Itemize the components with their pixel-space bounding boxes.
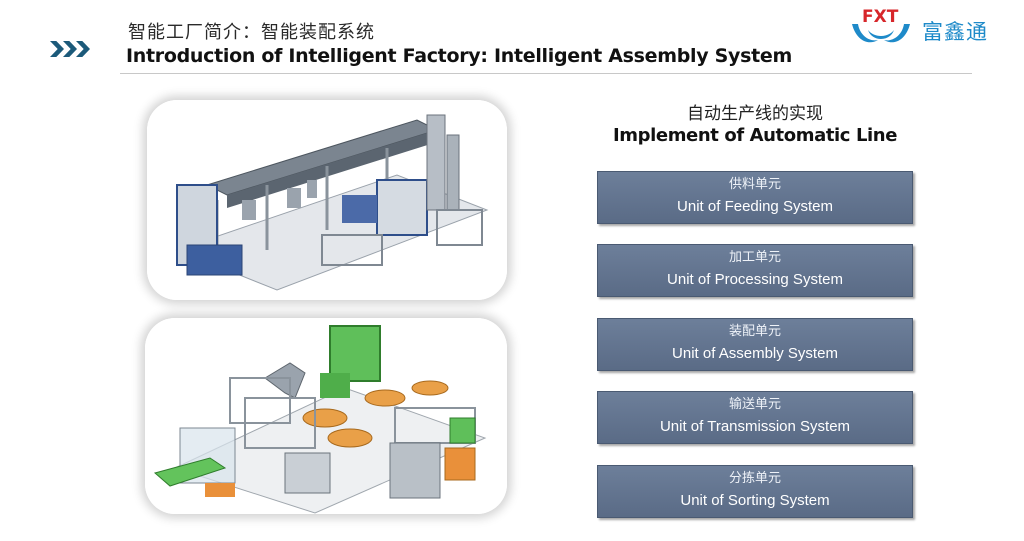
- unit-assembly-button[interactable]: 装配单元 Unit of Assembly System: [597, 318, 913, 371]
- unit-label-en: Unit of Sorting System: [680, 492, 830, 509]
- unit-processing-button[interactable]: 加工单元 Unit of Processing System: [597, 244, 913, 297]
- header-divider: [120, 73, 972, 74]
- unit-feeding-button[interactable]: 供料单元 Unit of Feeding System: [597, 171, 913, 224]
- unit-label-en: Unit of Processing System: [667, 271, 843, 288]
- section-title-cn: 自动生产线的实现: [687, 104, 823, 124]
- assembly-line-image-1: [147, 100, 507, 300]
- unit-label-cn: 输送单元: [728, 397, 781, 412]
- unit-label-cn: 加工单元: [728, 250, 781, 265]
- fxt-logo-icon: [852, 24, 910, 43]
- unit-label-cn: 装配单元: [728, 324, 781, 339]
- unit-label-en: Unit of Assembly System: [672, 345, 838, 362]
- logo-mark-text: FXT: [862, 7, 899, 27]
- chevron-right-icon: [50, 41, 90, 57]
- unit-label-cn: 分拣单元: [728, 471, 781, 486]
- unit-label-en: Unit of Transmission System: [659, 418, 851, 435]
- unit-transmission-button[interactable]: 输送单元 Unit of Transmission System: [597, 391, 913, 444]
- unit-label-cn: 供料单元: [728, 177, 781, 192]
- assembly-line-image-2: [145, 318, 507, 514]
- page-title-cn: 智能工厂简介：智能装配系统: [128, 22, 375, 43]
- page-title-en: Introduction of Intelligent Factory: Int…: [126, 45, 792, 67]
- unit-sorting-button[interactable]: 分拣单元 Unit of Sorting System: [597, 465, 913, 518]
- section-title-en: Implement of Automatic Line: [612, 125, 898, 146]
- logo-company-name: 富鑫通: [922, 20, 988, 44]
- unit-label-en: Unit of Feeding System: [677, 198, 833, 215]
